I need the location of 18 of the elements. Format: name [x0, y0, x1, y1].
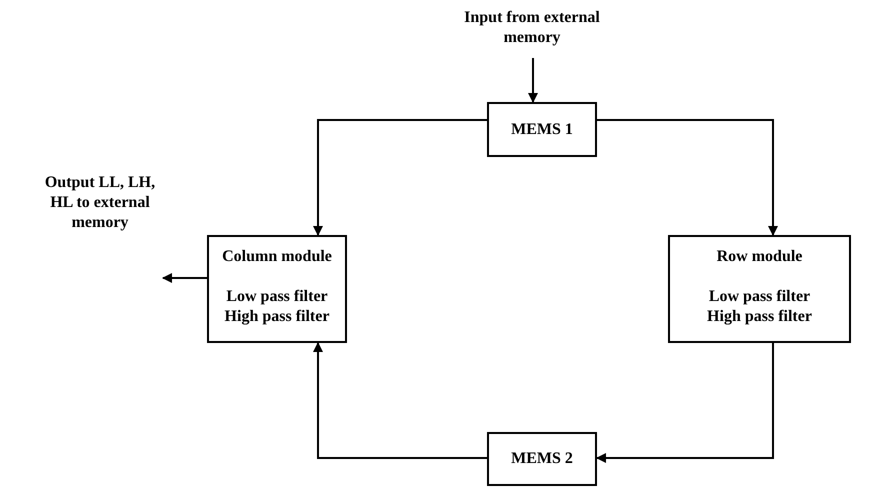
- arrow: [162, 273, 207, 283]
- box-text: MEMS 2: [511, 449, 573, 469]
- arrow: [313, 119, 487, 236]
- box-text: Low pass filter High pass filter: [224, 287, 330, 327]
- arrow: [596, 343, 774, 463]
- text-label: Output LL, LH, HL to external memory: [38, 172, 162, 234]
- process-box: [207, 235, 347, 343]
- arrow: [313, 342, 487, 459]
- box-heading: Column module: [222, 247, 332, 267]
- text-label: Input from external memory: [462, 2, 602, 54]
- process-box: [487, 102, 597, 157]
- arrow: [528, 58, 538, 103]
- process-box: [668, 235, 851, 343]
- box-heading: Row module: [716, 247, 802, 267]
- process-box: [487, 432, 597, 486]
- arrow: [597, 119, 778, 236]
- box-text: MEMS 1: [511, 120, 573, 140]
- box-text: Low pass filter High pass filter: [706, 287, 813, 327]
